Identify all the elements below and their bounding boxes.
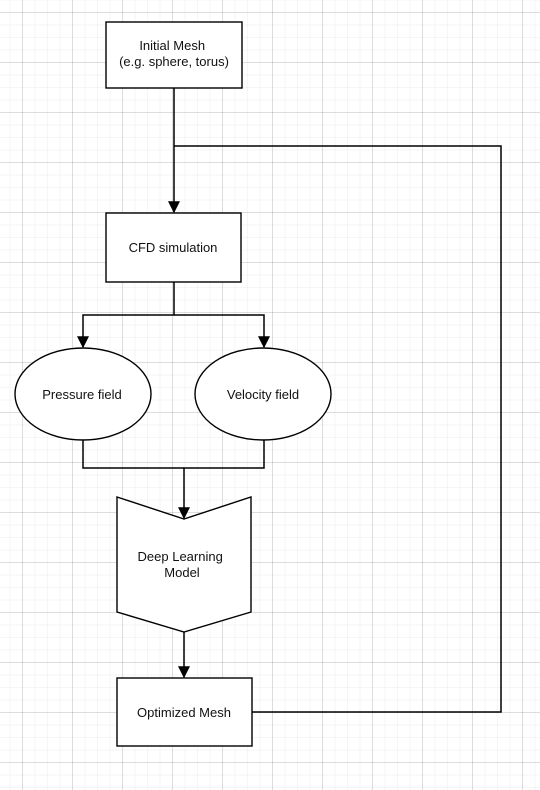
edge-velocity-to-model — [178, 440, 265, 520]
svg-text:Deep Learning Model: Deep Learning Model — [138, 549, 227, 580]
node-cfd-simulation-label: CFD simulation — [129, 240, 218, 255]
node-deep-learning-model[interactable]: Deep Learning Model — [116, 496, 252, 633]
node-pressure-field-label: Pressure field — [42, 387, 121, 402]
node-optimized-mesh[interactable]: Optimized Mesh — [116, 677, 253, 747]
edges — [77, 88, 502, 713]
node-velocity-field-label: Velocity field — [227, 387, 299, 402]
node-cfd-simulation[interactable]: CFD simulation — [105, 212, 242, 283]
node-deep-learning-model-label-line-1: Deep Learning — [138, 549, 223, 564]
node-velocity-field[interactable]: Velocity field — [194, 347, 332, 441]
node-initial-mesh[interactable]: Initial Mesh (e.g. sphere, torus) — [105, 21, 243, 89]
edge-pressure-to-model — [82, 440, 184, 469]
node-initial-mesh-label-line-1: Initial Mesh — [139, 38, 205, 53]
svg-text:Initial Mesh (e.g. sph: Initial Mesh (e.g. sphere, torus) — [119, 38, 229, 69]
node-initial-mesh-label-line-2: (e.g. sphere, torus) — [119, 54, 229, 69]
node-optimized-mesh-label: Optimized Mesh — [137, 705, 231, 720]
node-deep-learning-model-label-line-2: Model — [164, 565, 200, 580]
edge-cfd-to-pressure — [77, 282, 175, 349]
edge-cfd-to-velocity — [174, 314, 270, 349]
edge-feedback-loop — [174, 145, 502, 713]
node-pressure-field[interactable]: Pressure field — [14, 347, 152, 441]
